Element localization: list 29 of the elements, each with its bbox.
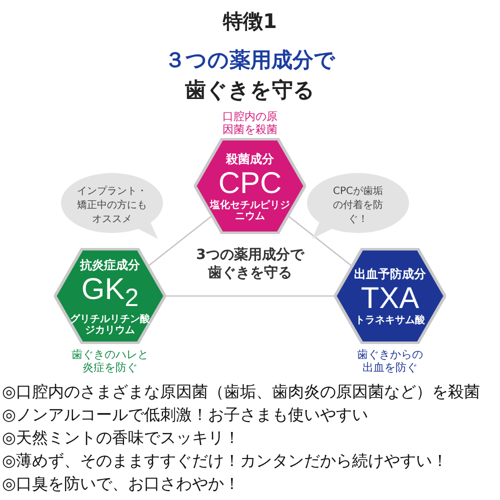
effect-note: 歯ぐきからの出血を防ぐ: [356, 348, 424, 374]
center-caption: 3つの薬用成分で歯ぐきを守る: [195, 246, 306, 282]
ingredient-name: トラネキサム酸: [355, 315, 425, 326]
effect-note: 口腔内の原因菌を殺菌: [222, 110, 278, 136]
bubble-text: CPCが歯垢の付着を防ぐ！: [332, 185, 384, 227]
bubble-text: インプラント・矯正中の方にもオススメ: [76, 185, 148, 227]
ingredient-name: 塩化セチルピリジニウム: [209, 200, 291, 222]
ingredient-category: 抗炎症成分: [80, 256, 140, 274]
ingredient-code: CPC: [218, 168, 282, 200]
feature-bullet: ◎天然ミントの香味でスッキリ！: [2, 428, 240, 448]
connector-line: [166, 295, 334, 297]
title: 特徴1: [222, 8, 278, 35]
ingredient-category: 殺菌成分: [226, 150, 274, 168]
ingredient-hexagon: [54, 248, 166, 344]
ingredient-category: 出血予防成分: [354, 266, 426, 283]
connector-line: [148, 216, 212, 266]
subtitle: ３つの薬用成分で: [164, 47, 336, 74]
ingredient-code: GK$_{2}$: [81, 274, 139, 314]
subtitle: 歯ぐきを守る: [184, 77, 316, 104]
connector-line: [288, 216, 352, 266]
feature-bullet: ◎薄めず、そのまますすぐだけ！カンタンだから続けやすい！: [2, 451, 448, 471]
feature-bullet: ◎口臭を防いで、お口さわやか！: [2, 474, 240, 494]
ingredient-code: TXA: [360, 283, 420, 315]
effect-note: 歯ぐきのハレと炎症を防ぐ: [70, 348, 150, 374]
feature-bullet: ◎ノンアルコールで低刺激！お子さまも使いやすい: [2, 405, 368, 425]
feature-bullet: ◎口腔内のさまざまな原因菌（歯垢、歯肉炎の原因菌など）を殺菌: [2, 382, 480, 402]
ingredient-hexagon: [334, 248, 446, 344]
ingredient-name: グリチルリチン酸ジカリウム: [69, 314, 151, 336]
ingredient-hexagon: [194, 138, 306, 234]
